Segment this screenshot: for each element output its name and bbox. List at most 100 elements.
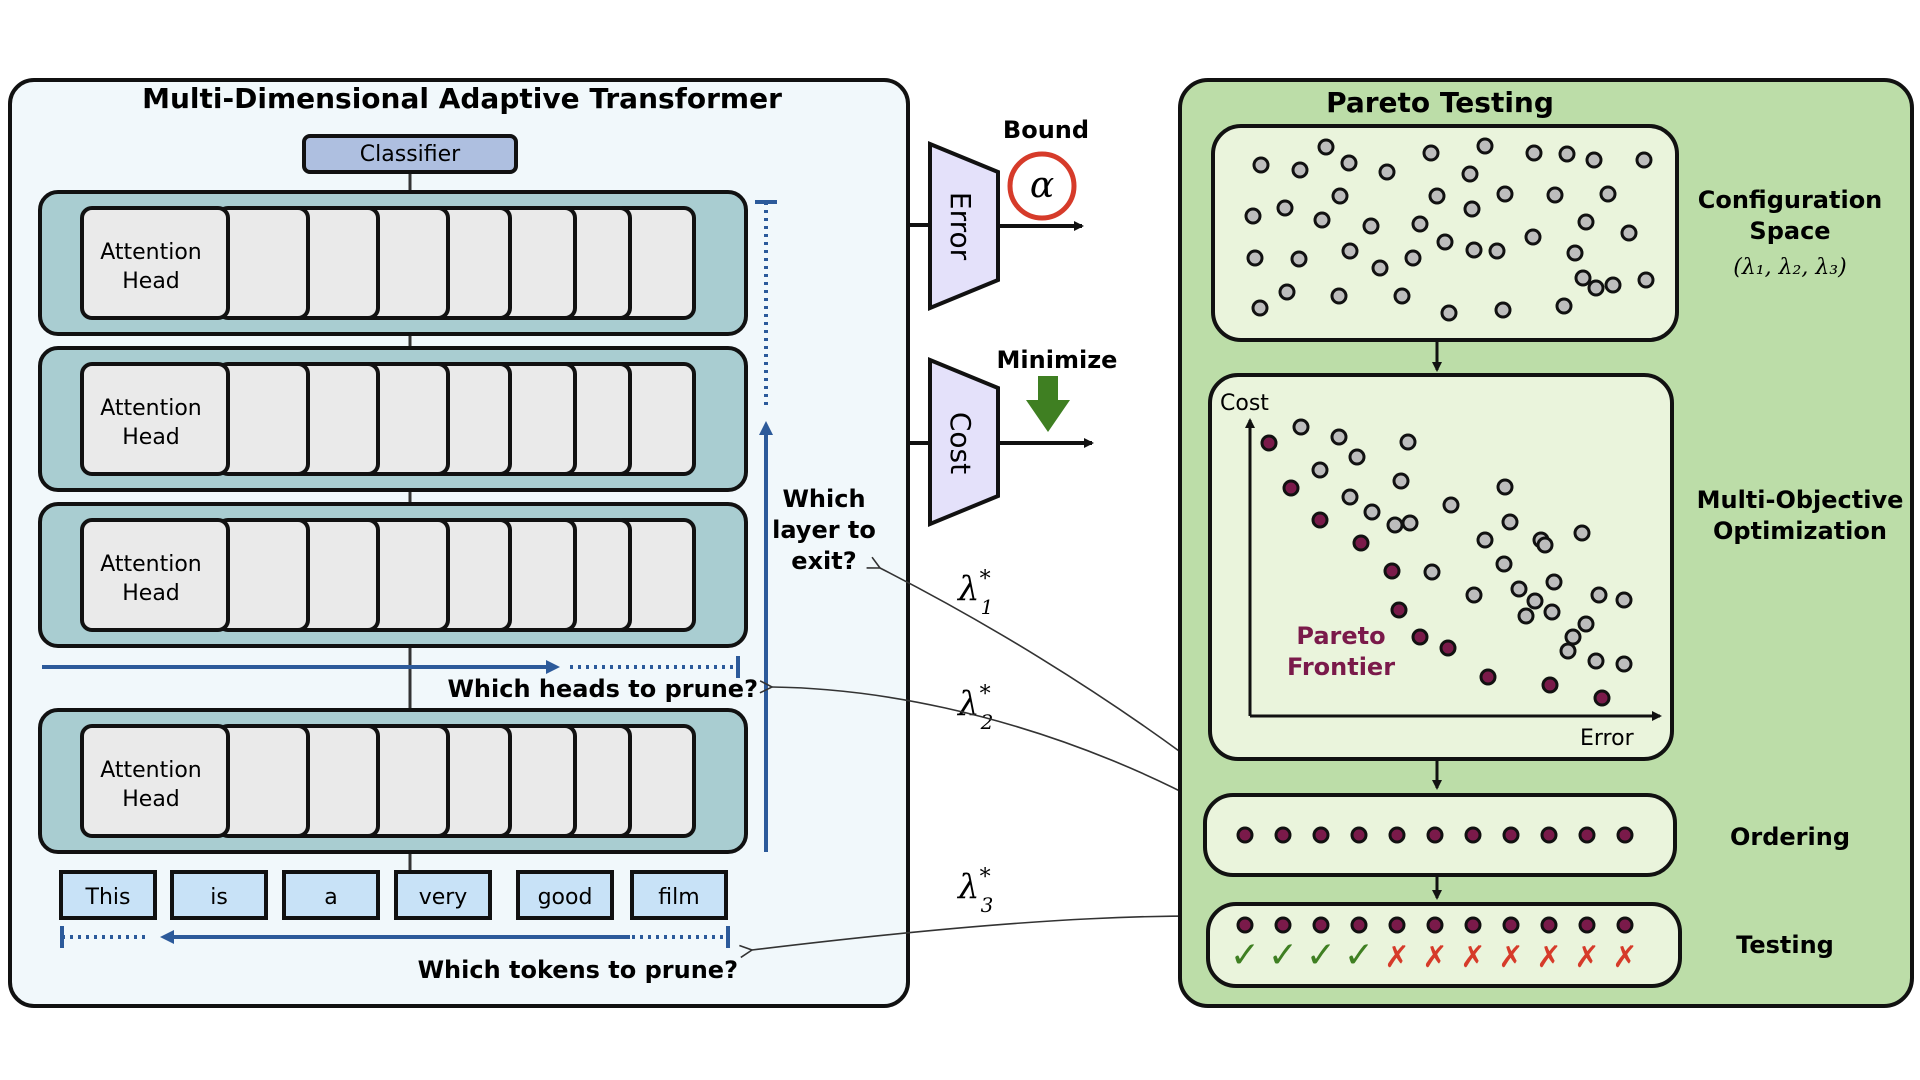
config-point xyxy=(1635,151,1653,169)
config-point xyxy=(1577,213,1595,231)
moo-point xyxy=(1386,516,1404,534)
ordered-point xyxy=(1540,826,1558,844)
config-dots xyxy=(1244,137,1655,322)
config-point xyxy=(1313,211,1331,229)
config-point xyxy=(1422,144,1440,162)
attention-head-labeled xyxy=(80,724,230,838)
alpha-symbol: α xyxy=(1030,165,1054,206)
config-point xyxy=(1341,242,1359,260)
exit-question-line2: layer to xyxy=(772,516,876,544)
config-point xyxy=(1317,138,1335,156)
ordered-point xyxy=(1578,826,1596,844)
config-space-box xyxy=(1211,124,1679,342)
moo-point xyxy=(1517,607,1535,625)
config-point xyxy=(1555,297,1573,315)
config-point xyxy=(1362,217,1380,235)
config-point xyxy=(1276,199,1294,217)
token-good: good xyxy=(516,870,614,920)
token-label: very xyxy=(419,885,468,910)
attention-head-label-line2: Head xyxy=(122,269,180,294)
error-label: Error xyxy=(944,192,977,261)
moo-point xyxy=(1543,603,1561,621)
transformer-layers: AttentionHeadAttentionHeadAttentionHeadA… xyxy=(38,190,748,854)
ordered-point xyxy=(1464,826,1482,844)
minimize-label: Minimize xyxy=(997,346,1118,374)
ordered-point xyxy=(1312,826,1330,844)
attention-head xyxy=(216,362,310,476)
moo-point xyxy=(1292,418,1310,436)
moo-dots xyxy=(1260,418,1633,707)
token-very: very xyxy=(394,870,492,920)
pareto-title: Pareto Testing xyxy=(1326,86,1554,119)
moo-point xyxy=(1559,642,1577,660)
moo-point xyxy=(1564,628,1582,646)
pareto-point xyxy=(1593,689,1611,707)
token-label: This xyxy=(85,885,131,910)
config-point xyxy=(1488,242,1506,260)
objectives: Error Bound α Cost Minimize xyxy=(908,116,1118,527)
ordered-point xyxy=(1236,826,1254,844)
moo-point xyxy=(1615,591,1633,609)
config-point xyxy=(1566,244,1584,262)
tested-point xyxy=(1388,916,1406,934)
attention-head-label-line1: Attention xyxy=(100,758,202,783)
moo-point xyxy=(1363,503,1381,521)
config-point xyxy=(1440,304,1458,322)
config-point xyxy=(1246,249,1264,267)
tested-point xyxy=(1426,916,1444,934)
lambda-2: λ*2 xyxy=(956,682,993,734)
moo-point xyxy=(1573,524,1591,542)
config-point xyxy=(1411,215,1429,233)
config-point xyxy=(1436,233,1454,251)
attention-head-label-line1: Attention xyxy=(100,552,202,577)
moo-point xyxy=(1392,472,1410,490)
config-point xyxy=(1546,186,1564,204)
pareto-panel: Pareto Testing Configuration Space (λ₁, … xyxy=(1178,78,1914,1008)
attention-head-labeled xyxy=(80,206,230,320)
cross-icon: ✗ xyxy=(1460,940,1485,975)
cost-axis-label: Cost xyxy=(1220,391,1269,416)
ordering-dots xyxy=(1236,826,1634,844)
testing-dots: ✓✓✓✓✗✗✗✗✗✗✗ xyxy=(1230,916,1638,976)
token-this: This xyxy=(59,870,157,920)
pareto-point xyxy=(1390,601,1408,619)
frontier-label-line1: Pareto xyxy=(1296,622,1385,650)
transformer-title: Multi-Dimensional Adaptive Transformer xyxy=(142,82,782,115)
moo-label-line2: Optimization xyxy=(1713,517,1887,545)
config-point xyxy=(1330,287,1348,305)
moo-point xyxy=(1526,592,1544,610)
config-point xyxy=(1604,276,1622,294)
attention-head-label-line1: Attention xyxy=(100,240,202,265)
check-icon: ✓ xyxy=(1268,935,1298,976)
cross-icon: ✗ xyxy=(1612,940,1637,975)
config-point xyxy=(1340,154,1358,172)
error-axis-label: Error xyxy=(1580,726,1635,751)
moo-point xyxy=(1587,652,1605,670)
config-point xyxy=(1291,161,1309,179)
moo-point xyxy=(1341,488,1359,506)
config-point xyxy=(1494,301,1512,319)
tested-point xyxy=(1616,916,1634,934)
config-point xyxy=(1620,224,1638,242)
config-label-line1: Configuration xyxy=(1698,186,1883,214)
tested-point xyxy=(1502,916,1520,934)
token-label: is xyxy=(210,885,228,910)
moo-point xyxy=(1536,536,1554,554)
tested-point xyxy=(1578,916,1596,934)
config-label-math: (λ₁, λ₂, λ₃) xyxy=(1733,255,1846,280)
config-point xyxy=(1465,241,1483,259)
cross-icon: ✗ xyxy=(1574,940,1599,975)
moo-point xyxy=(1348,448,1366,466)
config-point xyxy=(1428,187,1446,205)
testing-label: Testing xyxy=(1736,931,1834,959)
exit-question-line1: Which xyxy=(782,485,865,513)
config-point xyxy=(1524,228,1542,246)
tested-point xyxy=(1350,916,1368,934)
pareto-point xyxy=(1439,639,1457,657)
check-icon: ✓ xyxy=(1344,935,1374,976)
moo-point xyxy=(1311,461,1329,479)
